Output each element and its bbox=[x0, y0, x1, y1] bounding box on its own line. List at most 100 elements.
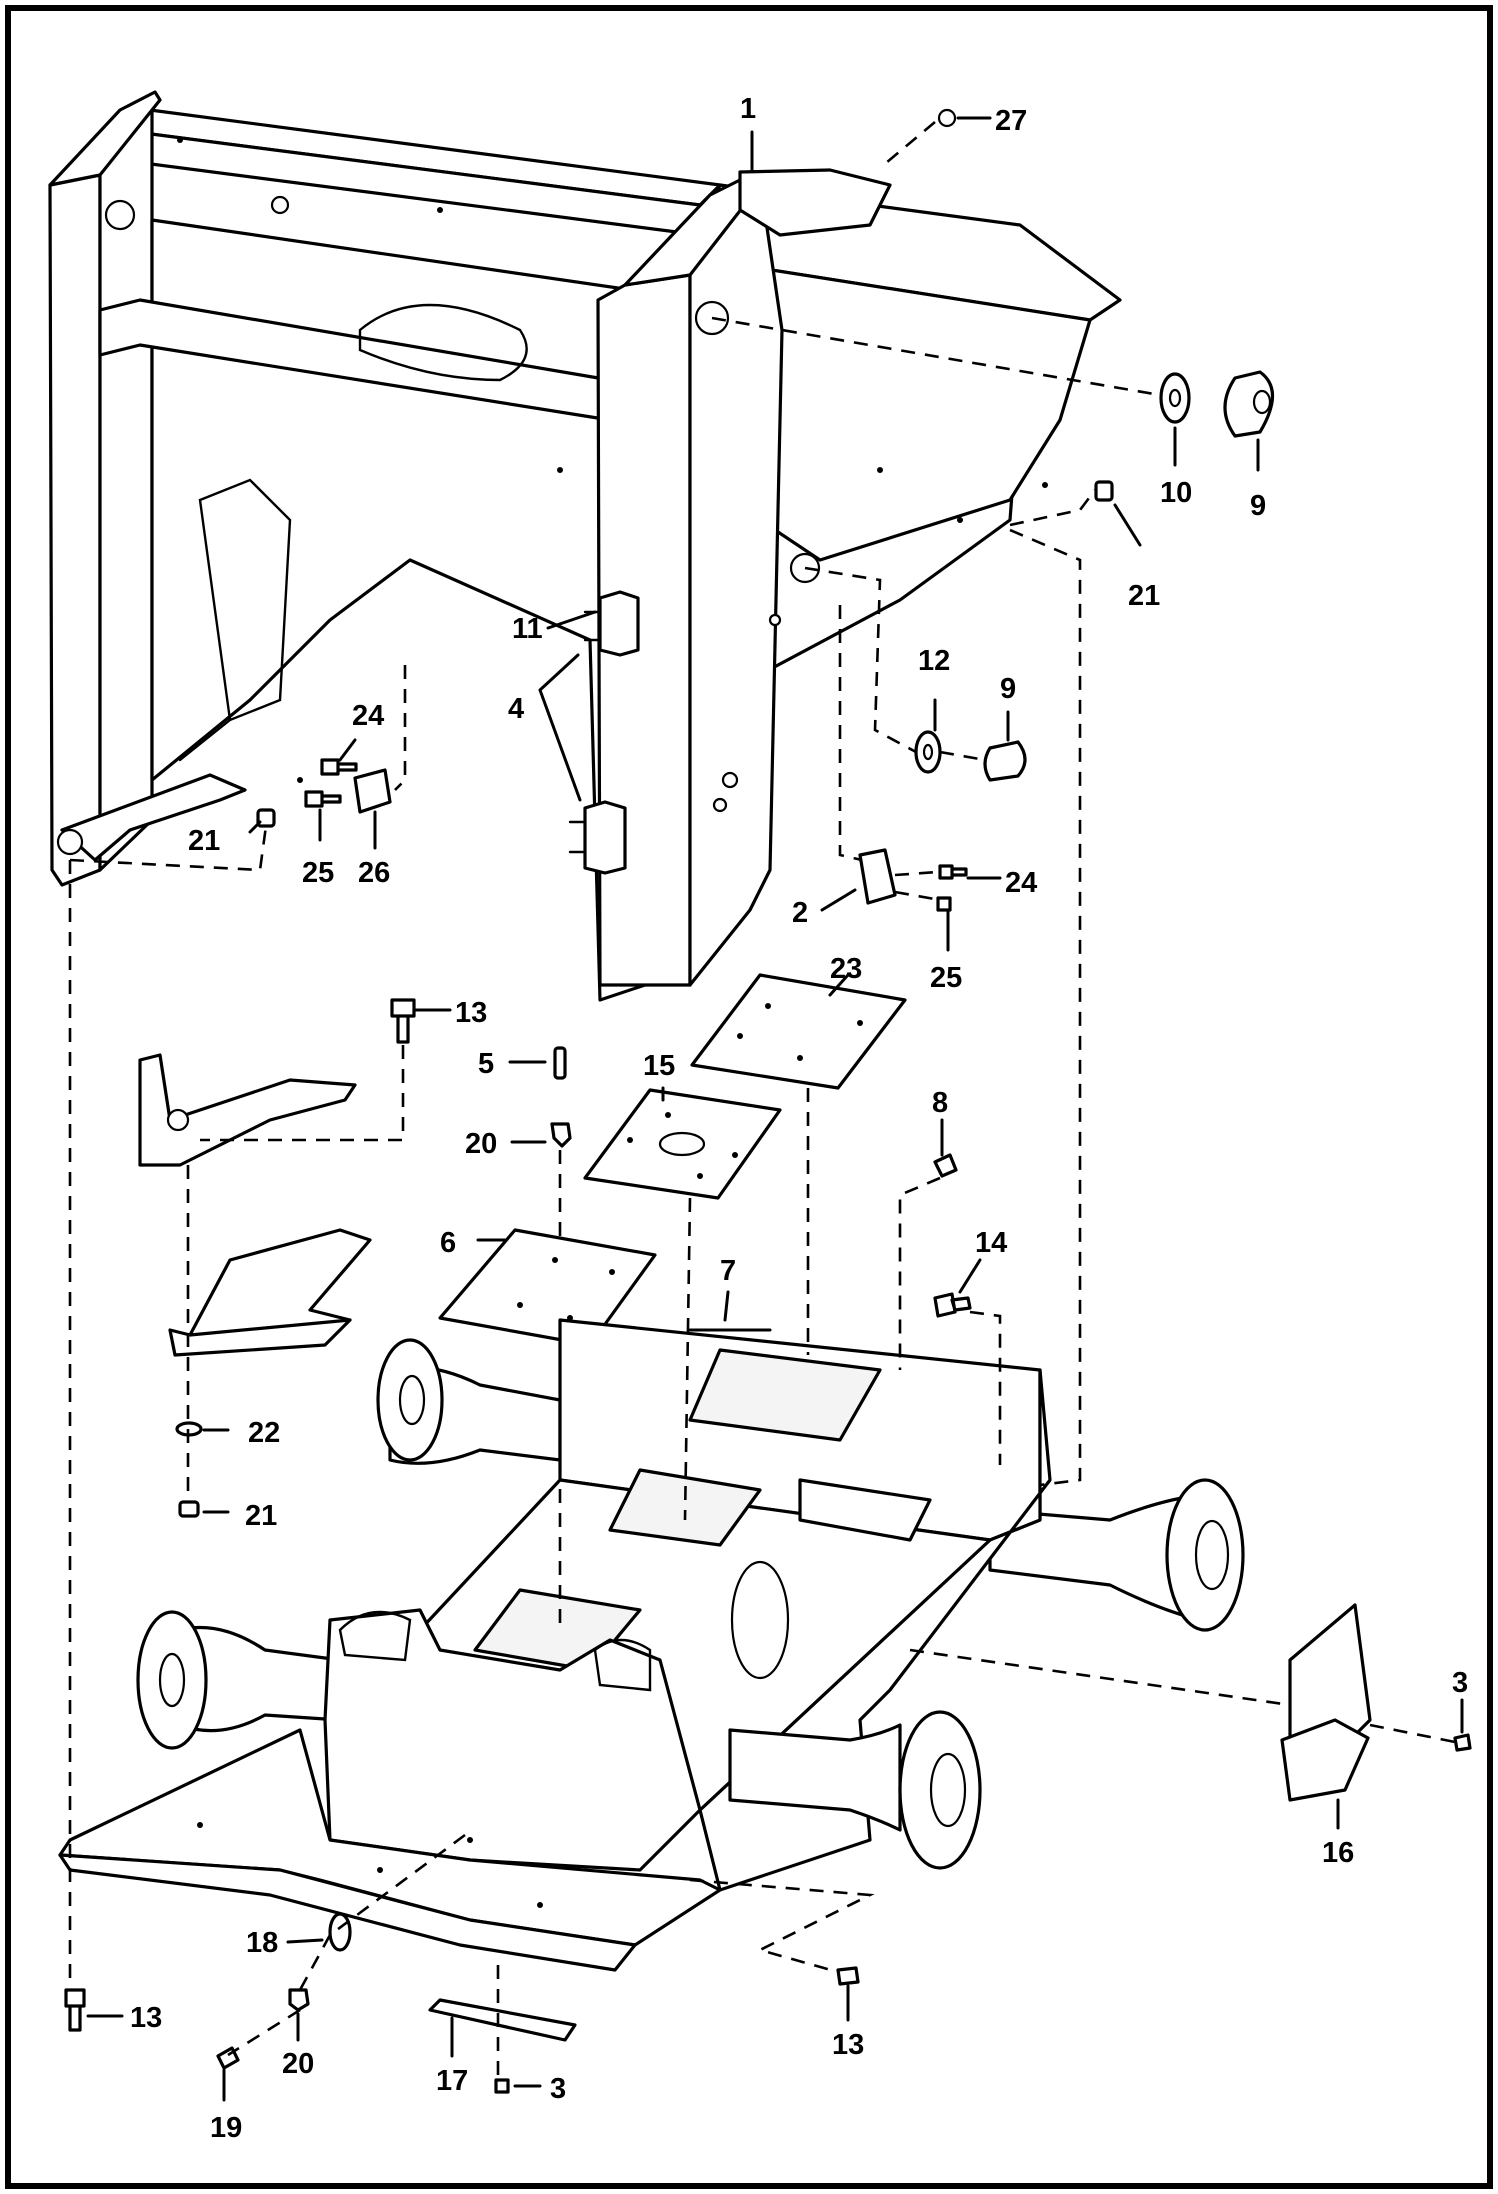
part-24-bolt-left bbox=[320, 758, 358, 776]
part-3-screw-lower bbox=[494, 2078, 510, 2094]
callout-3-lower: 3 bbox=[550, 2073, 566, 2105]
front-shroud bbox=[323, 1608, 702, 1872]
part-13-bolt-lower-left bbox=[64, 1988, 86, 2032]
callout-9-lower: 9 bbox=[1000, 673, 1016, 705]
callout-9-upper: 9 bbox=[1250, 490, 1266, 522]
part-20-fitting-upper bbox=[550, 1122, 572, 1148]
part-21-nut-lower bbox=[178, 1500, 200, 1518]
rivet-g bbox=[1042, 482, 1048, 488]
callout-16: 16 bbox=[1322, 1837, 1354, 1869]
callout-1: 1 bbox=[740, 93, 756, 125]
callout-21-upper: 21 bbox=[1128, 580, 1160, 612]
callout-4: 4 bbox=[508, 693, 524, 725]
rear-hub-left-center bbox=[398, 1374, 426, 1426]
chassis-oval-cutout bbox=[730, 1560, 790, 1680]
callout-6: 6 bbox=[440, 1227, 456, 1259]
part-10-washer-hole bbox=[1168, 388, 1182, 408]
part-20-fitting-lower bbox=[288, 1988, 310, 2012]
callout-17: 17 bbox=[436, 2065, 468, 2097]
callout-13-lower-left: 13 bbox=[130, 2002, 162, 2034]
part-12-washer-hole bbox=[922, 743, 934, 761]
callout-24-left: 24 bbox=[352, 700, 384, 732]
part-26-cover-plate bbox=[353, 768, 392, 814]
callout-8: 8 bbox=[932, 1087, 948, 1119]
part-18-floor-lip bbox=[58, 1853, 637, 1972]
callout-24-right: 24 bbox=[1005, 867, 1037, 899]
part-15-center-hole bbox=[658, 1131, 706, 1157]
assembly-dashed-lines bbox=[68, 121, 1456, 2078]
callout-14: 14 bbox=[975, 1227, 1007, 1259]
callout-27: 27 bbox=[995, 105, 1027, 137]
callout-leaders bbox=[86, 116, 1464, 2102]
part-23-plate bbox=[690, 973, 907, 1090]
part-24-bolt-right bbox=[938, 864, 968, 880]
part-16-side-panel-flange bbox=[1280, 1718, 1370, 1802]
callout-21-lower: 21 bbox=[245, 1500, 277, 1532]
callout-13-upper: 13 bbox=[455, 997, 487, 1029]
rivet-a bbox=[177, 137, 183, 143]
part-25-bolt-left bbox=[304, 790, 342, 808]
side-panel-hole-b bbox=[712, 797, 728, 813]
right-tower-side bbox=[688, 178, 784, 987]
left-bracket-exploded-hole bbox=[166, 1108, 190, 1132]
callout-23: 23 bbox=[830, 953, 862, 985]
rivet-b bbox=[437, 207, 443, 213]
front-shroud-bracket-right bbox=[593, 1638, 652, 1692]
top-cover-plate bbox=[738, 168, 892, 237]
tower-strap-upper bbox=[583, 590, 640, 657]
left-tower-front bbox=[48, 173, 102, 887]
callout-25-right: 25 bbox=[930, 962, 962, 994]
callout-5: 5 bbox=[478, 1048, 494, 1080]
part-9-bushing-upper-bore bbox=[1252, 389, 1272, 415]
callout-18: 18 bbox=[246, 1927, 278, 1959]
front-hub-left-center bbox=[158, 1652, 186, 1708]
side-panel-hole-a bbox=[721, 771, 739, 789]
channel-left bbox=[198, 478, 292, 722]
left-tower-pivot-boss bbox=[104, 199, 136, 231]
left-bracket-hole bbox=[56, 828, 84, 856]
callout-21-left: 21 bbox=[188, 825, 220, 857]
front-hub-right-center bbox=[929, 1752, 967, 1828]
part-27-grommet bbox=[937, 108, 957, 128]
part-2-cover-plate bbox=[858, 848, 897, 905]
callout-13-lower-right: 13 bbox=[832, 2029, 864, 2061]
part-13-bolt-lower-right bbox=[836, 1966, 860, 1986]
main-chassis bbox=[58, 1318, 1245, 1972]
callout-20-upper: 20 bbox=[465, 1128, 497, 1160]
callout-25-left: 25 bbox=[302, 857, 334, 889]
callout-7: 7 bbox=[720, 1255, 736, 1287]
side-panel-hole-c bbox=[768, 613, 782, 627]
panel-cutout bbox=[358, 303, 528, 382]
left-tower-top bbox=[48, 90, 162, 187]
rear-hub-right-center bbox=[1194, 1519, 1230, 1591]
part-8-bolt bbox=[933, 1153, 958, 1178]
part-13-bolt-upper bbox=[390, 998, 416, 1044]
part-9-bushing-upper bbox=[1223, 370, 1274, 438]
upper-frame-assembly bbox=[48, 90, 1122, 1002]
channel-right bbox=[178, 718, 232, 762]
callout-11: 11 bbox=[512, 613, 543, 645]
front-axle-right bbox=[728, 1723, 902, 1832]
rivet-f bbox=[297, 777, 303, 783]
left-lower-bracket bbox=[60, 773, 247, 862]
callout-3-right: 3 bbox=[1452, 1667, 1468, 1699]
upper-panel-hole bbox=[270, 195, 290, 215]
border-frame bbox=[5, 5, 1493, 2189]
chassis-right-step bbox=[798, 1478, 932, 1542]
tower-strap-lower bbox=[568, 800, 627, 875]
callout-20-lower: 20 bbox=[282, 2048, 314, 2080]
part-9-bushing-lower bbox=[983, 740, 1027, 782]
part-3-screw-right bbox=[1453, 1733, 1472, 1752]
callout-2: 2 bbox=[792, 897, 808, 929]
part-17-plate bbox=[428, 1998, 577, 2042]
part-5-pin bbox=[553, 1046, 567, 1080]
left-bracket-exploded bbox=[138, 1053, 357, 1167]
callout-22: 22 bbox=[248, 1417, 280, 1449]
callout-15: 15 bbox=[643, 1050, 675, 1082]
part-21-nut-upper bbox=[1094, 480, 1114, 502]
rivet-d bbox=[877, 467, 883, 473]
rivet-c bbox=[557, 467, 563, 473]
callout-26: 26 bbox=[358, 857, 390, 889]
callout-19: 19 bbox=[210, 2112, 242, 2144]
